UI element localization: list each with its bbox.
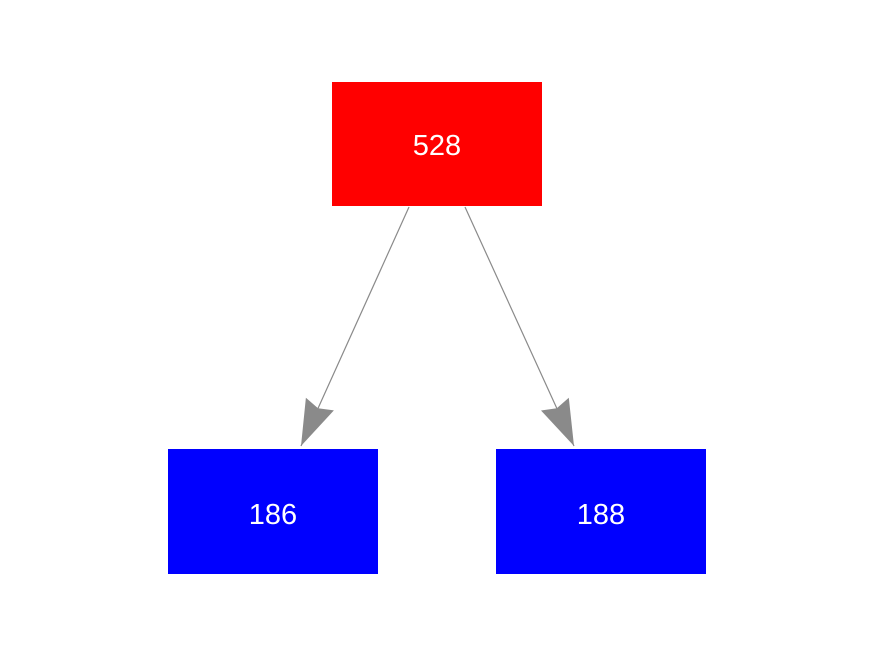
arrowhead-left-icon <box>301 397 334 446</box>
node-root[interactable]: 528 <box>332 82 542 206</box>
node-child-right-label: 188 <box>577 499 625 531</box>
edge-root-to-left <box>300 206 410 447</box>
edge-root-to-right <box>464 206 575 447</box>
node-child-right[interactable]: 188 <box>496 449 706 574</box>
node-root-box[interactable] <box>332 82 542 206</box>
node-child-left-label: 186 <box>249 499 297 531</box>
node-root-label: 528 <box>413 130 461 162</box>
edge-line-right <box>464 206 575 447</box>
arrowhead-right-icon <box>541 397 574 446</box>
node-child-right-box[interactable] <box>496 449 706 574</box>
node-child-left-box[interactable] <box>168 449 378 574</box>
node-child-left[interactable]: 186 <box>168 449 378 574</box>
edge-line-left <box>300 206 410 447</box>
